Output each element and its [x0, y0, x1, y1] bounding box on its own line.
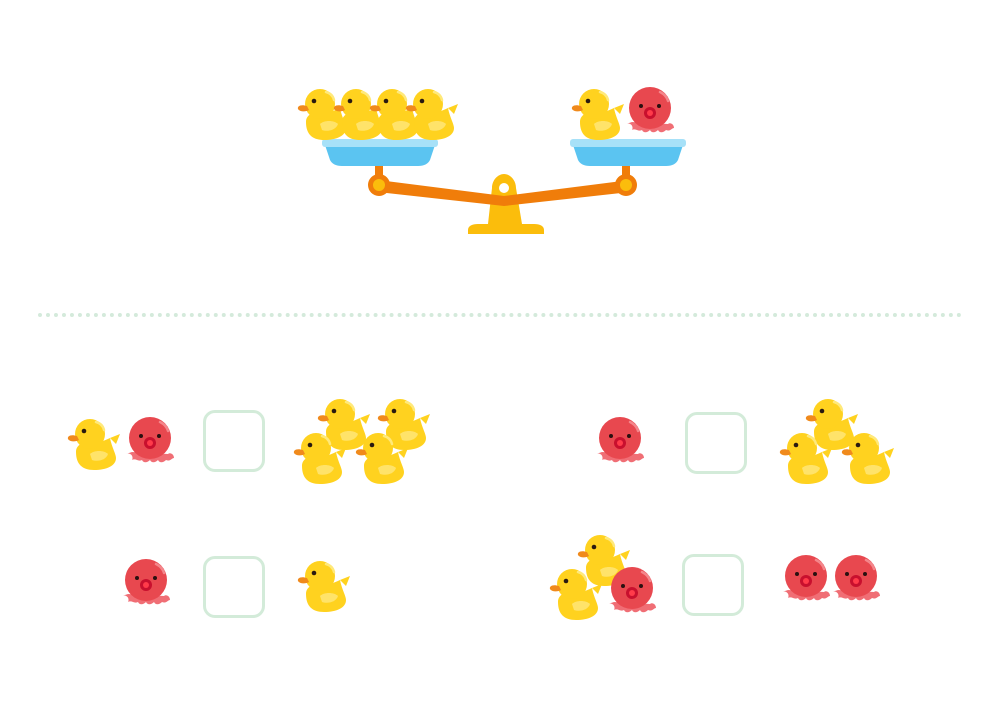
rubber-duck-icon [354, 428, 414, 488]
problem-1-right-group [292, 390, 442, 500]
problem-4-left-group [546, 528, 666, 628]
rubber-duck-icon [840, 428, 900, 488]
octopus-icon [590, 412, 650, 472]
rubber-duck-icon [66, 414, 126, 474]
problem-3-right-group [296, 552, 366, 616]
problem-4-right-group [776, 548, 896, 612]
problem-3 [60, 540, 460, 640]
problem-1-left-group [66, 410, 186, 474]
problem-2-answer-box[interactable] [685, 412, 747, 474]
octopus-icon [620, 82, 680, 142]
rubber-duck-icon [292, 428, 352, 488]
problem-2-left-group [590, 410, 660, 474]
balance-scale [290, 80, 700, 240]
octopus-icon [120, 412, 180, 472]
rubber-duck-icon [548, 564, 608, 624]
rubber-duck-icon [296, 556, 356, 616]
octopus-icon [602, 562, 662, 622]
right-pan-items [570, 80, 690, 146]
problem-1-answer-box[interactable] [203, 410, 265, 472]
octopus-icon [826, 550, 886, 610]
problem-2-right-group [776, 390, 906, 500]
problem-3-left-group [116, 552, 186, 616]
octopus-icon [116, 554, 176, 614]
problem-2 [580, 390, 980, 500]
left-pan-items [296, 80, 466, 146]
problem-3-answer-box[interactable] [203, 556, 265, 618]
rubber-duck-icon [404, 84, 464, 144]
problem-1 [60, 390, 460, 500]
rubber-duck-icon [778, 428, 838, 488]
problem-4 [540, 528, 980, 638]
problem-4-answer-box[interactable] [682, 554, 744, 616]
dotted-divider [38, 313, 962, 317]
balance-scale-icon [322, 139, 686, 234]
